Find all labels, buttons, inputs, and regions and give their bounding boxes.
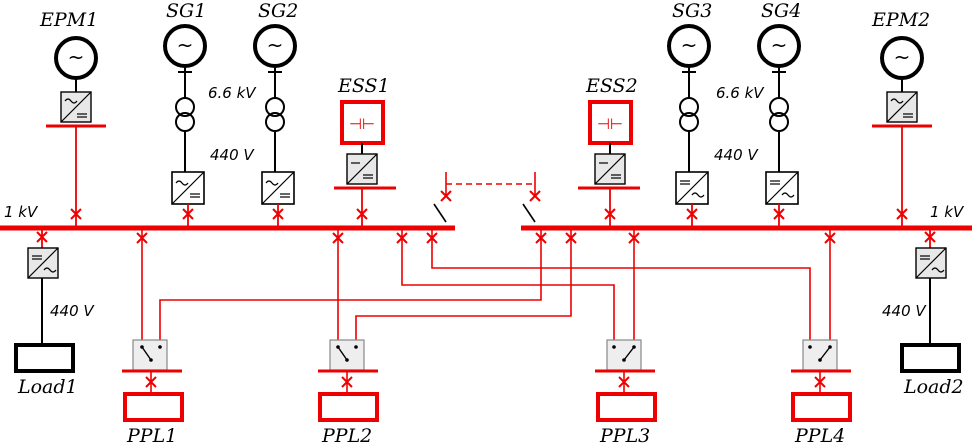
transformer-icon [175, 97, 195, 117]
ppl3-label: PPL3 [599, 425, 650, 446]
sine-icon: ~ [681, 33, 698, 57]
sine-icon: ~ [68, 45, 85, 69]
transformer-icon [265, 97, 285, 117]
load1-box [14, 343, 75, 373]
bus-right-voltage: 1 kV [930, 203, 965, 221]
load2-feeder: 440 V Load2 [882, 228, 964, 398]
sg3-unit: SG3 ~ [667, 0, 712, 228]
transformer-icon [769, 97, 789, 117]
ess1-label: ESS1 [337, 75, 390, 97]
ppl2-box [318, 392, 379, 422]
ppl3-box [596, 392, 657, 422]
load-right-voltage: 440 V [882, 302, 927, 320]
sg3-label: SG3 [672, 0, 712, 22]
ppl4-unit: PPL4 [791, 339, 852, 446]
battery-icon: ⊣⊢ [597, 115, 623, 133]
transfer-switch-icon [606, 339, 642, 371]
gen-right-voltage: 6.6 kV [716, 84, 765, 102]
ess2-unit: ESS2 ⊣⊢ [578, 75, 640, 228]
sine-icon: ~ [894, 45, 911, 69]
transformer-icon [679, 97, 699, 117]
bus-left-voltage: 1 kV [4, 203, 39, 221]
ppl3-unit: PPL3 [595, 339, 657, 446]
sine-icon: ~ [177, 33, 194, 57]
load2-box [900, 343, 961, 373]
transfer-switch-icon [132, 339, 168, 371]
gen-left-voltage: 6.6 kV [208, 84, 257, 102]
battery-icon: ⊣⊢ [349, 115, 375, 133]
sg4-label: SG4 [761, 0, 801, 22]
load1-label: Load1 [17, 376, 78, 398]
load2-label: Load2 [903, 376, 964, 398]
aux-left-voltage: 440 V [210, 146, 255, 164]
epm1-unit: EPM1 ~ [39, 9, 106, 228]
ppl1-unit: PPL1 [122, 339, 184, 446]
ppl1-box [123, 392, 184, 422]
ppl-feeder-breakers [136, 232, 836, 244]
ess1-unit: ESS1 ⊣⊢ [334, 75, 396, 228]
sg2-label: SG2 [258, 0, 298, 22]
transfer-switch-icon [802, 339, 838, 371]
battery-box [340, 100, 385, 145]
epm1-label: EPM1 [39, 9, 98, 31]
epm2-label: EPM2 [871, 9, 930, 31]
ess2-label: ESS2 [585, 75, 638, 97]
ppl2-unit: PPL2 [318, 339, 379, 446]
load1-feeder: 440 V Load1 [14, 228, 95, 398]
sg2-unit: SG2 ~ [253, 0, 298, 228]
ppl1-label: PPL1 [126, 425, 177, 446]
sg4-unit: SG4 ~ [757, 0, 801, 228]
transfer-switch-icon [329, 339, 365, 371]
ppl2-label: PPL2 [321, 425, 372, 446]
ppl-feeder-routing [141, 228, 831, 340]
ppl4-label: PPL4 [794, 425, 845, 446]
aux-right-voltage: 440 V [714, 146, 759, 164]
bus-tie-breaker [433, 172, 541, 223]
epm2-unit: EPM2 ~ [871, 9, 932, 228]
sine-icon: ~ [771, 33, 788, 57]
sg1-label: SG1 [166, 0, 206, 22]
load-left-voltage: 440 V [50, 302, 95, 320]
sg1-unit: SG1 ~ [163, 0, 207, 228]
sine-icon: ~ [267, 33, 284, 57]
ppl4-box [791, 392, 852, 422]
